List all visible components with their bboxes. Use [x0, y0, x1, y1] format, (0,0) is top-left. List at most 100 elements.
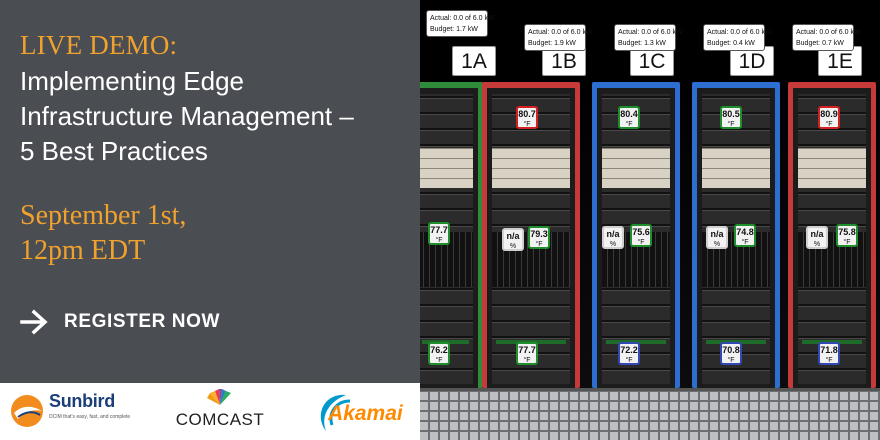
title-line: 5 Best Practices: [20, 136, 208, 166]
promo-panel: LIVE DEMO: Implementing Edge Infrastruct…: [0, 0, 420, 383]
temperature-sensor[interactable]: 75.6 °F: [630, 224, 652, 247]
rack-label: 1A: [452, 46, 496, 76]
title-line: Infrastructure Management –: [20, 101, 354, 131]
sensor-unit: °F: [435, 357, 443, 364]
sensor-unit: %: [609, 241, 617, 248]
sensor-unit: °F: [625, 121, 633, 128]
sensor-value: 75.8: [838, 227, 856, 237]
sensor-value: n/a: [810, 229, 824, 239]
temperature-sensor[interactable]: 75.8°F: [836, 224, 858, 247]
nbc-peacock-icon: [207, 389, 231, 405]
humidity-sensor[interactable]: n/a%: [602, 226, 624, 249]
floor-edge: [420, 388, 880, 391]
sensor-value: n/a: [506, 231, 520, 241]
sensor-unit: %: [713, 241, 721, 248]
sensor-value: 77.7: [430, 225, 448, 235]
power-budget: Budget: 1.3 kW: [618, 40, 666, 47]
temperature-sensor[interactable]: 80.4 °F: [618, 106, 640, 129]
sensor-value: n/a: [710, 229, 724, 239]
power-actual: Actual: 0.0 of 6.0 kW: [528, 29, 593, 36]
sensor-unit: °F: [625, 357, 633, 364]
temperature-sensor[interactable]: 71.8 °F: [818, 342, 840, 365]
sensor-unit: °F: [825, 357, 833, 364]
power-budget: Budget: 0.7 kW: [796, 40, 844, 47]
akamai-logo: Akamai: [310, 389, 403, 440]
power-actual: Actual: 0.0 of 6.0 kW: [796, 29, 861, 36]
temperature-sensor[interactable]: 77.7 °F: [428, 222, 450, 245]
arrow-right-icon: [20, 309, 48, 335]
temperature-sensor[interactable]: 80.5 °F: [720, 106, 742, 129]
humidity-sensor[interactable]: n/a%: [706, 226, 728, 249]
sensor-value: 80.4: [620, 109, 638, 119]
sensor-unit: °F: [637, 239, 645, 246]
power-budget: Budget: 1.7 kW: [430, 26, 478, 33]
power-actual: Actual: 0.0 of 6.0 kW: [430, 15, 495, 22]
sensor-value: 80.7: [518, 109, 536, 119]
sensor-value: 79.3: [530, 229, 548, 239]
title-line: Implementing Edge: [20, 66, 245, 96]
server-unit: [602, 148, 670, 188]
temperature-sensor[interactable]: 76.2 °F: [428, 342, 450, 365]
sunbird-logo: Sunbird DCIM that's easy, fast, and comp…: [8, 391, 130, 431]
webinar-date: September 1st, 12pm EDT: [20, 198, 186, 268]
power-tooltip: Actual: 0.0 of 6.0 kW Budget: 0.4 kW: [703, 24, 772, 51]
sensor-unit: %: [813, 241, 821, 248]
temperature-sensor[interactable]: 70.8 °F: [720, 342, 742, 365]
temperature-sensor[interactable]: 79.3 °F: [528, 226, 550, 249]
server-unit: [420, 148, 473, 188]
sensor-unit: °F: [435, 237, 443, 244]
sunbird-bird-icon: [11, 395, 43, 427]
akamai-name: Akamai: [328, 402, 403, 425]
sensor-unit: %: [509, 243, 517, 250]
rack-label: 1E: [818, 46, 862, 76]
sensor-value: 75.6: [632, 227, 650, 237]
temperature-sensor[interactable]: 80.9 °F: [818, 106, 840, 129]
register-label: REGISTER NOW: [64, 311, 221, 332]
sensor-value: 72.2: [620, 345, 638, 355]
server-unit: [492, 148, 570, 188]
sensor-value: 77.7: [518, 345, 536, 355]
temperature-sensor[interactable]: 72.2 °F: [618, 342, 640, 365]
sensor-unit: °F: [727, 121, 735, 128]
sensor-value: 70.8: [722, 345, 740, 355]
temperature-sensor[interactable]: 77.7 °F: [516, 342, 538, 365]
sensor-unit: °F: [741, 239, 749, 246]
power-budget: Budget: 1.9 kW: [528, 40, 576, 47]
sensor-value: 76.2: [430, 345, 448, 355]
raised-floor: [420, 388, 880, 440]
humidity-sensor[interactable]: n/a%: [806, 226, 828, 249]
temperature-sensor[interactable]: 80.7 °F: [516, 106, 538, 129]
sensor-unit: °F: [523, 121, 531, 128]
sensor-unit: °F: [523, 357, 531, 364]
date-line: September 1st,: [20, 200, 187, 231]
live-demo-label: LIVE DEMO:: [20, 30, 178, 60]
sponsor-logos: Sunbird DCIM that's easy, fast, and comp…: [0, 383, 420, 440]
temperature-sensor[interactable]: 74.8°F: [734, 224, 756, 247]
sensor-value: 80.5: [722, 109, 740, 119]
webinar-title: Implementing Edge Infrastructure Managem…: [20, 64, 415, 169]
sunbird-name: Sunbird: [49, 391, 115, 411]
rack-label: 1D: [730, 46, 774, 76]
akamai-wave-icon: [320, 394, 351, 431]
sensor-unit: °F: [825, 121, 833, 128]
sensor-value: 80.9: [820, 109, 838, 119]
sensor-value: 71.8: [820, 345, 838, 355]
power-tooltip: Actual: 0.0 of 6.0 kW Budget: 1.7 kW: [426, 10, 495, 37]
power-actual: Actual: 0.0 of 6.0 kW: [618, 29, 683, 36]
sunbird-tagline: DCIM that's easy, fast, and complete: [49, 414, 131, 420]
power-budget: Budget: 0.4 kW: [707, 40, 755, 47]
power-tooltip: Actual: 0.0 of 6.0 kW Budget: 1.3 kW: [614, 24, 683, 51]
sensor-unit: °F: [535, 241, 543, 248]
rack-visualization: 1A Actual: 0.0 of 6.0 kW Budget: 1.7 kW 77.…: [420, 0, 880, 440]
server-unit: [798, 148, 866, 188]
power-actual: Actual: 0.0 of 6.0 kW: [707, 29, 772, 36]
humidity-sensor[interactable]: n/a%: [502, 228, 524, 251]
rack-1a[interactable]: [420, 82, 483, 388]
server-unit: [702, 148, 770, 188]
rack-label: 1C: [630, 46, 674, 76]
sensor-value: n/a: [606, 229, 620, 239]
power-tooltip: Actual: 0.0 of 6.0 kW Budget: 0.7 kW: [792, 24, 861, 51]
comcast-name: COMCAST: [175, 410, 265, 429]
sensor-unit: °F: [727, 357, 735, 364]
register-button[interactable]: REGISTER NOW: [20, 308, 220, 336]
